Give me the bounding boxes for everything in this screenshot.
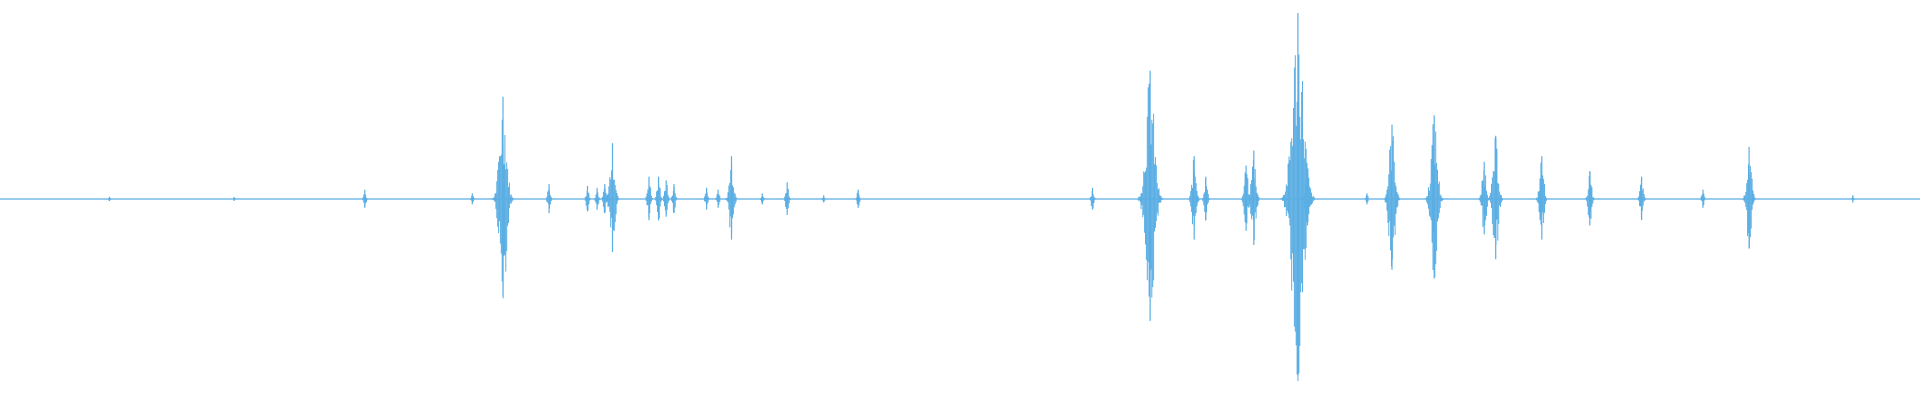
waveform-burst xyxy=(594,187,601,210)
waveform-burst xyxy=(1488,135,1503,260)
waveform-burst xyxy=(1188,156,1200,240)
waveform-burst xyxy=(584,186,591,212)
waveform-burst xyxy=(1383,124,1401,270)
waveform-burst xyxy=(663,180,670,217)
waveform-burst xyxy=(715,189,721,208)
waveform-burst xyxy=(1637,176,1646,221)
waveform-burst xyxy=(1202,176,1210,221)
waveform-burst xyxy=(1742,146,1756,249)
waveform-burst xyxy=(233,197,237,201)
waveform-burst xyxy=(703,187,710,210)
waveform-burst xyxy=(1364,193,1369,205)
waveform-burst xyxy=(654,176,663,221)
waveform-burst xyxy=(645,176,653,221)
waveform-burst xyxy=(1851,195,1855,203)
waveform-burst xyxy=(1089,187,1096,210)
waveform-burst xyxy=(1248,150,1261,245)
waveform-burst xyxy=(107,196,112,202)
waveform-burst xyxy=(1700,189,1706,208)
waveform-burst xyxy=(1425,115,1444,279)
waveform-burst xyxy=(546,184,553,214)
waveform-burst xyxy=(1535,156,1547,240)
waveform-burst xyxy=(1302,171,1312,226)
waveform-burst xyxy=(1585,171,1595,226)
waveform-burst xyxy=(760,193,765,205)
waveform-burst xyxy=(605,143,620,252)
waveform-bursts xyxy=(107,13,1855,381)
waveform-burst xyxy=(783,182,791,215)
waveform-burst xyxy=(491,96,514,299)
waveform-burst xyxy=(821,195,826,203)
waveform-burst xyxy=(855,189,861,208)
waveform-burst xyxy=(725,156,737,240)
waveform-burst xyxy=(1137,70,1164,321)
waveform-burst xyxy=(362,189,368,208)
waveform-burst xyxy=(470,193,475,205)
waveform-burst xyxy=(671,184,678,214)
waveform-burst xyxy=(1478,161,1490,235)
